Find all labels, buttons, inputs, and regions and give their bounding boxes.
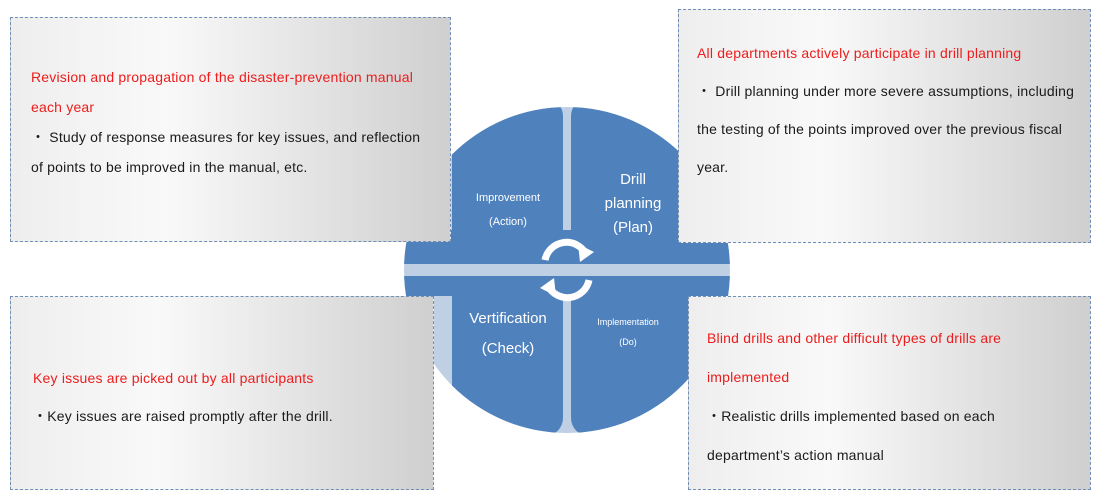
label-implementation: Implementation (597, 317, 659, 327)
action-box-body: ・ Study of response measures for key iss… (31, 129, 421, 175)
action-description-box: Revision and propagation of the disaster… (10, 17, 451, 242)
label-do: (Do) (619, 337, 637, 347)
do-box-body: ・Realistic drills implemented based on e… (707, 408, 995, 463)
cycle-circle (404, 107, 730, 433)
quadrant-label-check: Vertification (Check) (452, 304, 564, 364)
plan-description-box: All departments actively participate in … (678, 9, 1091, 243)
quadrant-action (452, 107, 563, 264)
arrowhead-icon (578, 244, 594, 262)
horizontal-band (404, 276, 730, 296)
quadrant-label-do: Implementation (Do) (572, 312, 684, 352)
label-planning: planning (604, 195, 662, 212)
check-box-heading: Key issues are picked out by all partici… (33, 370, 314, 386)
quadrant-label-action: Improvement (Action) (452, 186, 564, 234)
action-box-heading: Revision and propagation of the disaster… (31, 69, 414, 115)
quadrant-check (452, 276, 563, 433)
label-improvement: Improvement (475, 192, 541, 204)
label-verification: Vertification (469, 310, 547, 327)
do-box-heading: Blind drills and other difficult types o… (707, 330, 1002, 385)
label-check: (Check) (481, 340, 535, 357)
label-drill: Drill (620, 171, 646, 188)
do-description-box: Blind drills and other difficult types o… (688, 296, 1091, 490)
quadrant-label-plan: Drill planning (Plan) (588, 168, 678, 240)
horizontal-band (404, 230, 730, 264)
plan-box-body: ・ Drill planning under more severe assum… (697, 83, 1075, 175)
label-plan: (Plan) (612, 219, 653, 236)
arrowhead-icon (540, 278, 556, 296)
check-box-body: ・Key issues are raised promptly after th… (33, 408, 333, 424)
check-description-box: Key issues are picked out by all partici… (10, 296, 434, 490)
plan-box-heading: All departments actively participate in … (697, 45, 1022, 61)
label-action: (Action) (489, 216, 527, 228)
